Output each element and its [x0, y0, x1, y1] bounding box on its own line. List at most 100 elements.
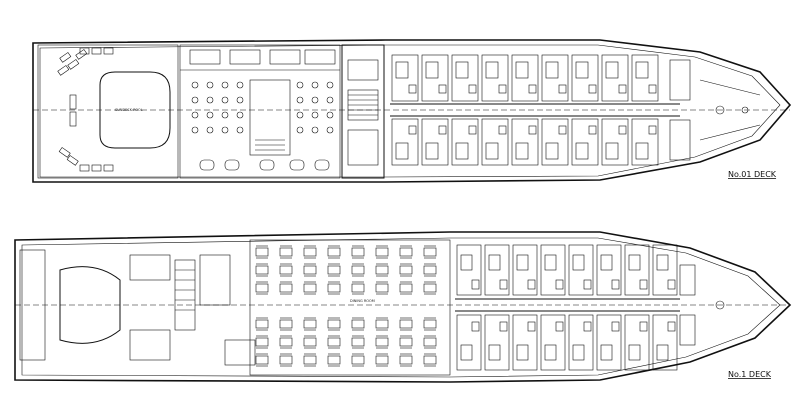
cabin-bathroom [611, 321, 620, 332]
cabin-bed [600, 254, 613, 271]
cabin-room [512, 244, 538, 296]
cabin-room [601, 118, 629, 166]
dining-table [399, 283, 413, 293]
dining-table [351, 247, 365, 257]
upper-deck-plan: SUNDECK POOL [32, 39, 792, 183]
cabin-bed [628, 344, 641, 361]
lower-hull-outline [14, 231, 792, 383]
cabin-bed [572, 344, 585, 361]
cabin-room [541, 54, 569, 102]
cabin-bed [425, 61, 439, 79]
cabin-bed [395, 142, 409, 160]
cabin-bathroom [583, 279, 592, 290]
cabin-room [652, 314, 678, 371]
dining-table [351, 319, 365, 329]
dining-table [351, 283, 365, 293]
cabin-bathroom [438, 125, 447, 135]
dining-table [303, 247, 317, 257]
cabin-bed [545, 142, 559, 160]
cabin-bathroom [618, 125, 627, 135]
dining-table [351, 265, 365, 275]
upper-bow-equipment [669, 59, 761, 161]
cabin-bathroom [648, 84, 657, 94]
cabin-bed [460, 254, 473, 271]
cabin-bed [485, 61, 499, 79]
dining-table [375, 337, 389, 347]
dining-table [255, 265, 269, 275]
cabin-bed [605, 142, 619, 160]
cabin-bed [425, 142, 439, 160]
cabin-bathroom [408, 125, 417, 135]
cabin-bed [485, 142, 499, 160]
cabin-room [571, 54, 599, 102]
dining-table [423, 355, 437, 365]
cabin-room [451, 118, 479, 166]
cabin-room [631, 54, 659, 102]
cabin-room [481, 118, 509, 166]
cabin-bathroom [611, 279, 620, 290]
lower-cabins [455, 244, 680, 371]
cabin-bathroom [618, 84, 627, 94]
cabin-bed [605, 61, 619, 79]
dining-table [327, 265, 341, 275]
dining-table [423, 247, 437, 257]
cabin-bathroom [583, 321, 592, 332]
dining-table [279, 283, 293, 293]
cabin-bathroom [438, 84, 447, 94]
cabin-bathroom [471, 321, 480, 332]
cabin-bed [600, 344, 613, 361]
cabin-bathroom [408, 84, 417, 94]
lower-dining-room [249, 239, 451, 376]
cabin-bathroom [555, 279, 564, 290]
cabin-bathroom [471, 279, 480, 290]
upper-lounge [179, 44, 341, 179]
upper-hull-outline [32, 39, 792, 183]
upper-cabins [390, 54, 680, 166]
cabin-bed [395, 61, 409, 79]
cabin-bathroom [588, 84, 597, 94]
cabin-bathroom [499, 321, 508, 332]
cabin-bathroom [498, 84, 507, 94]
dining-table [255, 337, 269, 347]
cabin-bed [635, 61, 649, 79]
cabin-bed [515, 142, 529, 160]
dining-table [375, 319, 389, 329]
cabin-room [391, 118, 419, 166]
cabin-bed [656, 254, 669, 271]
cabin-bed [516, 344, 529, 361]
cabin-bed [656, 344, 669, 361]
cabin-bed [455, 142, 469, 160]
upper-deck-title: No.01 DECK [728, 170, 777, 179]
dining-table [327, 337, 341, 347]
cabin-room [571, 118, 599, 166]
dining-table [255, 355, 269, 365]
dining-table [399, 337, 413, 347]
cabin-room [540, 314, 566, 371]
dining-table [303, 355, 317, 365]
cabin-room [456, 314, 482, 371]
cabin-room [421, 54, 449, 102]
cabin-room [421, 118, 449, 166]
cabin-bed [544, 254, 557, 271]
cabin-room [484, 244, 510, 296]
sundeck-pool [99, 71, 171, 149]
cabin-bathroom [499, 279, 508, 290]
dining-table [279, 247, 293, 257]
cabin-room [601, 54, 629, 102]
cabin-room [541, 118, 569, 166]
cabin-bed [575, 61, 589, 79]
cabin-bathroom [639, 279, 648, 290]
dining-table [351, 355, 365, 365]
cabin-bathroom [468, 84, 477, 94]
dining-table [327, 355, 341, 365]
cabin-bathroom [667, 321, 676, 332]
cabin-bed [628, 254, 641, 271]
dining-table [423, 337, 437, 347]
dining-table [327, 283, 341, 293]
cabin-bed [545, 61, 559, 79]
cabin-bathroom [498, 125, 507, 135]
dining-table [375, 283, 389, 293]
cabin-room [511, 118, 539, 166]
cabin-room [596, 314, 622, 371]
